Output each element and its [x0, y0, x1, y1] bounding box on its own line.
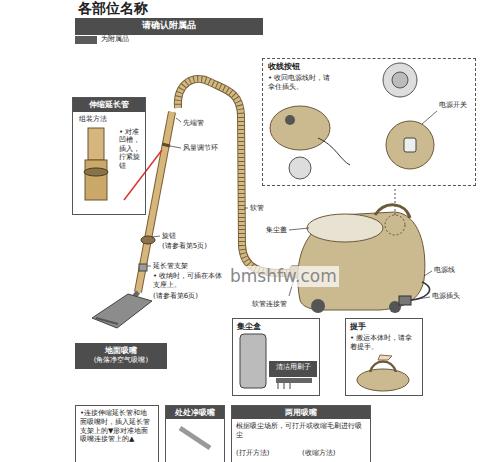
handle-small — [370, 362, 396, 373]
bristle — [284, 383, 285, 389]
tube-joint-lower — [85, 160, 107, 200]
switch-detail — [386, 121, 434, 169]
body-small — [357, 369, 409, 391]
box-heading: 地面吸嘴 — [75, 346, 167, 356]
leader-line — [170, 146, 181, 148]
parts-box: 两用吸嘴根据吸尘场所，可打开或收缩毛刷进行吸尘 (打开方法) (收缩方法) — [231, 405, 371, 462]
airflow-ring — [162, 144, 170, 146]
box-heading: 集尘盒 — [237, 322, 319, 332]
part-label: 电源线 — [434, 266, 455, 275]
hand — [378, 355, 392, 360]
body-rear-view — [270, 106, 330, 150]
bristle — [278, 383, 279, 389]
parts-box: 伸缩延长管组装方法 • 对准凹槽，插入，拧紧旋钮 — [72, 97, 146, 215]
leader-line — [152, 236, 160, 237]
part-label: 集尘盖 — [266, 226, 287, 235]
cleaning-brush — [276, 378, 312, 383]
wheel — [311, 299, 325, 313]
part-label: 先端管 — [183, 119, 204, 128]
watermark: bmshfw.com — [228, 266, 339, 287]
box-heading: 处处净吸嘴 — [166, 406, 224, 419]
leader-line — [289, 228, 309, 230]
box-text: (打开方法) — [236, 449, 298, 458]
box-text: (角落净空气吸嘴) — [75, 356, 167, 365]
leader-line — [244, 208, 248, 209]
power-cord — [411, 282, 430, 300]
floor-nozzle — [92, 294, 152, 328]
parts-box: 集尘盒清洁用刷子 — [232, 318, 320, 396]
part-label: (请参看第6页) — [153, 292, 198, 301]
detail-circle — [385, 215, 405, 235]
part-label: 电源插头 — [432, 292, 460, 301]
power-plug — [399, 296, 411, 305]
leader-line — [147, 266, 151, 267]
parts-box: 提手 • 搬运本体时，请拿着提手。 — [345, 318, 423, 396]
detail-leader — [395, 187, 396, 215]
box-heading: 清洁用刷子 — [269, 361, 317, 374]
box-heading: 两用吸嘴 — [232, 406, 370, 419]
leader-line — [424, 271, 432, 276]
leader-line — [411, 297, 430, 300]
box-heading: 提手 — [350, 322, 422, 332]
cord — [318, 138, 350, 165]
cord-button — [285, 115, 295, 125]
box-text: • 搬运本体时，请拿着提手。 — [350, 334, 418, 352]
leader-line — [176, 118, 181, 122]
part-label: 延长管支架 — [153, 262, 188, 271]
crevice-nozzle — [180, 428, 210, 448]
handle — [375, 205, 410, 218]
detail-box: 收线按钮 • 收回电源线时，请拿住插头。电源开关 — [262, 58, 476, 186]
reel-button-center — [392, 72, 408, 88]
tube-joint-upper — [88, 128, 104, 160]
power-switch — [404, 138, 416, 152]
legend-text: 为附属品 — [101, 35, 129, 44]
button-detail — [289, 157, 311, 179]
note-box: •连接伸缩延长管和地面吸嘴时，插入延长管支架上的▼形对准地面吸嘴连接管上的▲ — [75, 405, 159, 462]
box-text: • 对准凹槽，插入，拧紧旋钮 — [119, 128, 141, 170]
reel-button — [383, 63, 417, 97]
part-label: 软管连接管 — [252, 300, 287, 309]
box-text: 电源开关 — [439, 101, 467, 110]
box-heading: 伸缩延长管 — [73, 98, 145, 112]
box-heading: •连接伸缩延长管和地面吸嘴时，插入延长管支架上的▼形对准地面吸嘴连接管上的▲ — [80, 409, 154, 444]
part-label: 风量调节环 — [183, 144, 218, 153]
leader-lines — [147, 111, 437, 300]
banner: 请确认附属品 — [75, 18, 263, 35]
nozzle-brush — [96, 318, 118, 324]
leader-line — [422, 111, 437, 124]
box-heading: 请确认附属品 — [75, 18, 263, 32]
vacuum-body — [298, 212, 425, 310]
name-band: 清洁用刷子 — [269, 361, 317, 377]
parts-box: 处处净吸嘴 — [165, 405, 225, 462]
box-text: (收缩方法) — [302, 449, 364, 458]
part-label: • 收纳时，可插在本体支座上。 — [153, 272, 223, 290]
dust-cover — [307, 214, 383, 242]
page-title: 各部位名称 — [78, 0, 148, 18]
wand-support — [139, 264, 147, 271]
box-text: • 收回电源线时，请拿住插头。 — [268, 74, 334, 92]
part-label: (请参看第5页) — [162, 242, 207, 251]
legend-swatch — [75, 36, 97, 44]
box-heading: 收线按钮 — [268, 62, 475, 72]
box-text: 组装方法 — [79, 115, 145, 124]
part-label: 软管 — [250, 204, 264, 213]
name-band: 地面吸嘴(角落净空气吸嘴) — [75, 343, 167, 369]
bristle — [290, 383, 291, 389]
dust-box — [240, 334, 266, 388]
joint-knob — [84, 168, 108, 176]
box-text: 根据吸尘场所，可打开或收缩毛刷进行吸尘 — [236, 422, 366, 440]
part-label: 旋钮 — [162, 232, 176, 241]
